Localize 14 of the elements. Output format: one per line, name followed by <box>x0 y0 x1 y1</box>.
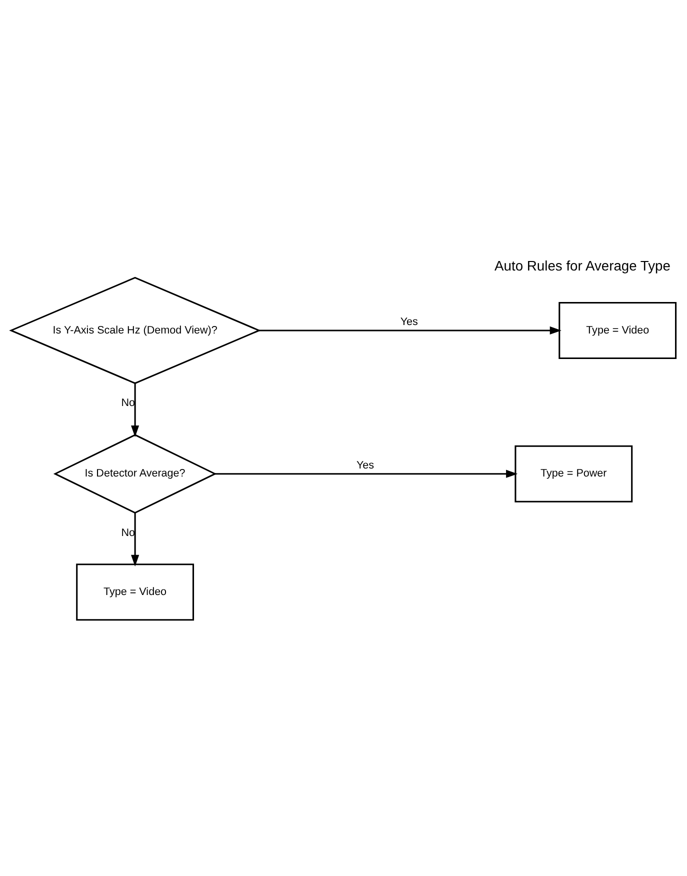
node-box: Type = Power <box>514 445 633 502</box>
edge-label: No <box>121 397 136 410</box>
edge-label: Yes <box>400 316 418 328</box>
edge-label: Yes <box>356 460 374 472</box>
arrow <box>259 326 562 335</box>
node-box: Type = Video <box>558 302 677 359</box>
node-diamond: Is Detector Average? <box>53 434 217 514</box>
arrow <box>131 383 140 438</box>
node-diamond: Is Y-Axis Scale Hz (Demod View)? <box>9 276 262 384</box>
node-box: Type = Video <box>76 564 194 621</box>
arrow <box>215 470 518 478</box>
arrow <box>131 512 140 566</box>
edge-label: No <box>121 526 136 539</box>
diagram-title: Auto Rules for Average Type <box>494 257 670 274</box>
